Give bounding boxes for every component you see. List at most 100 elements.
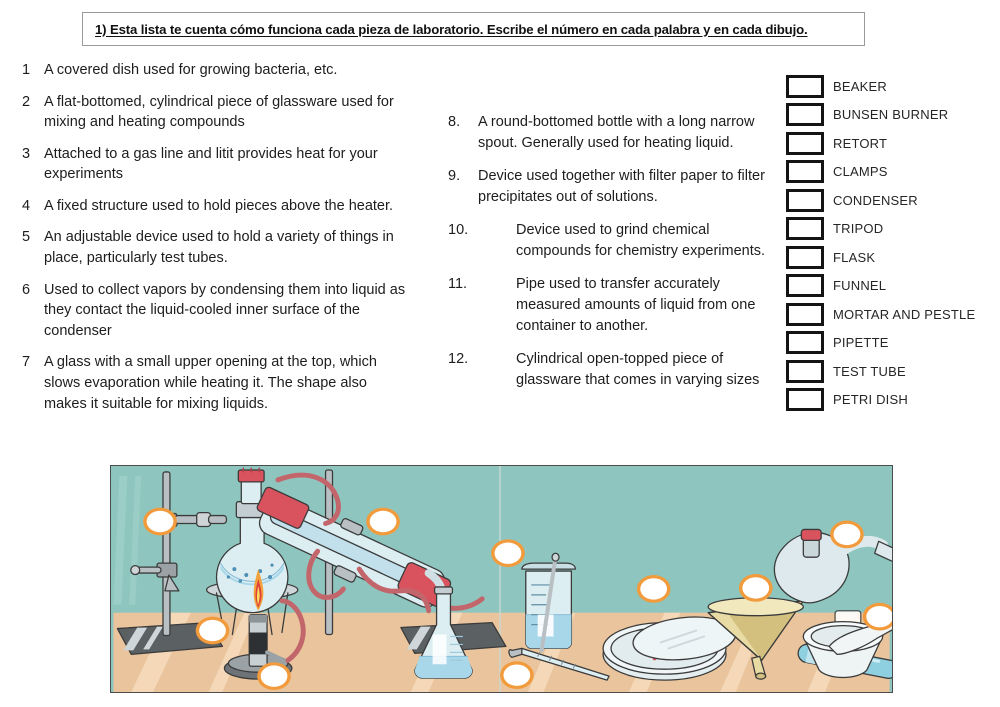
clue-item: 9. Device used together with filter pape… [448, 166, 768, 207]
word-bank-label: FUNNEL [833, 278, 887, 294]
scene-svg [113, 466, 892, 692]
clue-text: Used to collect vapors by condensing the… [44, 281, 406, 339]
clue-item: 12. Cylindrical open-topped piece of gla… [448, 349, 768, 390]
instruction-box: 1) Esta lista te cuenta cómo funciona ca… [82, 12, 865, 46]
clue-item: 11. Pipe used to transfer accurately mea… [448, 274, 768, 336]
answer-checkbox-bunsen-burner[interactable] [786, 103, 824, 127]
clue-item: 10. Device used to grind chemical compou… [448, 220, 768, 261]
answer-bubble[interactable] [491, 539, 525, 568]
word-bank-label: TRIPOD [833, 221, 884, 237]
clue-item: 8. A round-bottomed bottle with a long n… [448, 112, 768, 153]
answer-bubble[interactable] [257, 662, 291, 691]
answer-checkbox-beaker[interactable] [786, 74, 824, 98]
clue-item: 4 A fixed structure used to hold pieces … [22, 196, 412, 217]
word-bank-row: BEAKER [786, 72, 996, 101]
word-bank-row: CLAMPS [786, 158, 996, 187]
clue-item: 2 A flat-bottomed, cylindrical piece of … [22, 92, 412, 133]
clue-column-left: 1 A covered dish used for growing bacter… [22, 60, 412, 425]
pipette [508, 647, 610, 681]
erlenmeyer-flask [414, 586, 473, 679]
answer-bubble[interactable] [366, 507, 400, 536]
word-bank-row: CONDENSER [786, 186, 996, 215]
answer-bubble[interactable] [830, 520, 864, 549]
clue-text: Cylindrical open-topped piece of glasswa… [516, 351, 760, 388]
instruction-text: 1) Esta lista te cuenta cómo funciona ca… [95, 21, 808, 37]
word-bank-label: FLASK [833, 249, 876, 265]
word-bank-row: RETORT [786, 129, 996, 158]
answer-bubble[interactable] [143, 507, 177, 536]
clue-number: 2 [22, 93, 31, 110]
answer-bubble[interactable] [636, 575, 671, 603]
word-bank-label: TEST TUBE [833, 363, 906, 379]
answer-checkbox-pipette[interactable] [786, 331, 824, 355]
clue-text: Attached to a gas line and litit provide… [44, 145, 378, 183]
clue-number: 7 [22, 354, 31, 371]
clue-column-middle: 8. A round-bottomed bottle with a long n… [448, 112, 768, 403]
clue-item: 7 A glass with a small upper opening at … [22, 352, 412, 414]
answer-checkbox-mortar-and-pestle[interactable] [786, 302, 824, 326]
clue-item: 1 A covered dish used for growing bacter… [22, 60, 412, 81]
retort-stand-rod-left [162, 471, 171, 637]
clue-item: 6 Used to collect vapors by condensing t… [22, 280, 412, 342]
clue-text: A flat-bottomed, cylindrical piece of gl… [44, 93, 394, 131]
word-bank: BEAKER BUNSEN BURNER RETORT CLAMPS CONDE… [786, 72, 996, 414]
beaker [521, 552, 576, 653]
answer-checkbox-clamps[interactable] [786, 160, 824, 184]
answer-bubble[interactable] [500, 661, 534, 690]
word-bank-row: TEST TUBE [786, 357, 996, 386]
answer-checkbox-condenser[interactable] [786, 188, 824, 212]
word-bank-label: CLAMPS [833, 164, 888, 180]
word-bank-label: RETORT [833, 135, 888, 151]
word-bank-row: FLASK [786, 243, 996, 272]
clue-number: 9. [448, 168, 461, 185]
word-bank-label: BEAKER [833, 78, 887, 94]
word-bank-row: TRIPOD [786, 215, 996, 244]
answer-bubble[interactable] [738, 574, 773, 602]
answer-checkbox-tripod[interactable] [786, 217, 824, 241]
clue-number: 5 [22, 229, 31, 246]
condenser [256, 486, 452, 608]
answer-checkbox-test-tube[interactable] [786, 359, 824, 383]
word-bank-row: PIPETTE [786, 329, 996, 358]
clue-number: 11. [448, 276, 468, 293]
clue-item: 5 An adjustable device used to hold a va… [22, 227, 412, 268]
clue-number: 6 [22, 281, 31, 298]
word-bank-row: MORTAR AND PESTLE [786, 300, 996, 329]
answer-bubble[interactable] [195, 616, 230, 645]
word-bank-row: BUNSEN BURNER [786, 101, 996, 130]
word-bank-label: BUNSEN BURNER [833, 107, 949, 123]
word-bank-label: PETRI DISH [833, 392, 908, 408]
lab-equipment-illustration [110, 465, 893, 693]
round-bottom-flask [215, 467, 289, 614]
retort [773, 528, 892, 626]
answer-checkbox-funnel[interactable] [786, 274, 824, 298]
clue-number: 10. [448, 222, 469, 239]
clue-text: A glass with a small upper opening at th… [44, 354, 377, 412]
left-scene [116, 467, 507, 680]
petri-dish-lid-shine [659, 629, 706, 650]
word-bank-label: MORTAR AND PESTLE [833, 306, 976, 322]
clue-number: 8. [448, 114, 461, 130]
funnel [707, 597, 804, 680]
clue-text: Device used to grind chemical compounds … [516, 222, 766, 259]
clue-number: 12. [448, 351, 469, 368]
clamp-lower [130, 562, 180, 592]
mortar-and-pestle [802, 617, 892, 679]
clue-number: 3 [22, 145, 31, 162]
answer-checkbox-petri-dish[interactable] [786, 388, 824, 412]
clue-text: A covered dish used for growing bacteria… [44, 62, 338, 78]
word-bank-label: CONDENSER [833, 192, 918, 208]
clue-text: A fixed structure used to hold pieces ab… [44, 197, 394, 214]
clue-number: 1 [22, 62, 31, 78]
clue-text: A round-bottomed bottle with a long narr… [478, 114, 755, 151]
clue-item: 3 Attached to a gas line and litit provi… [22, 144, 412, 185]
clue-text: Device used together with filter paper t… [478, 168, 765, 205]
word-bank-row: FUNNEL [786, 272, 996, 301]
clue-text: An adjustable device used to hold a vari… [44, 229, 394, 267]
answer-checkbox-flask[interactable] [786, 245, 824, 269]
word-bank-row: PETRI DISH [786, 386, 996, 415]
word-bank-label: PIPETTE [833, 335, 889, 351]
answer-checkbox-retort[interactable] [786, 131, 824, 155]
clue-text: Pipe used to transfer accurately measure… [516, 276, 756, 334]
petri-dish [602, 616, 737, 681]
